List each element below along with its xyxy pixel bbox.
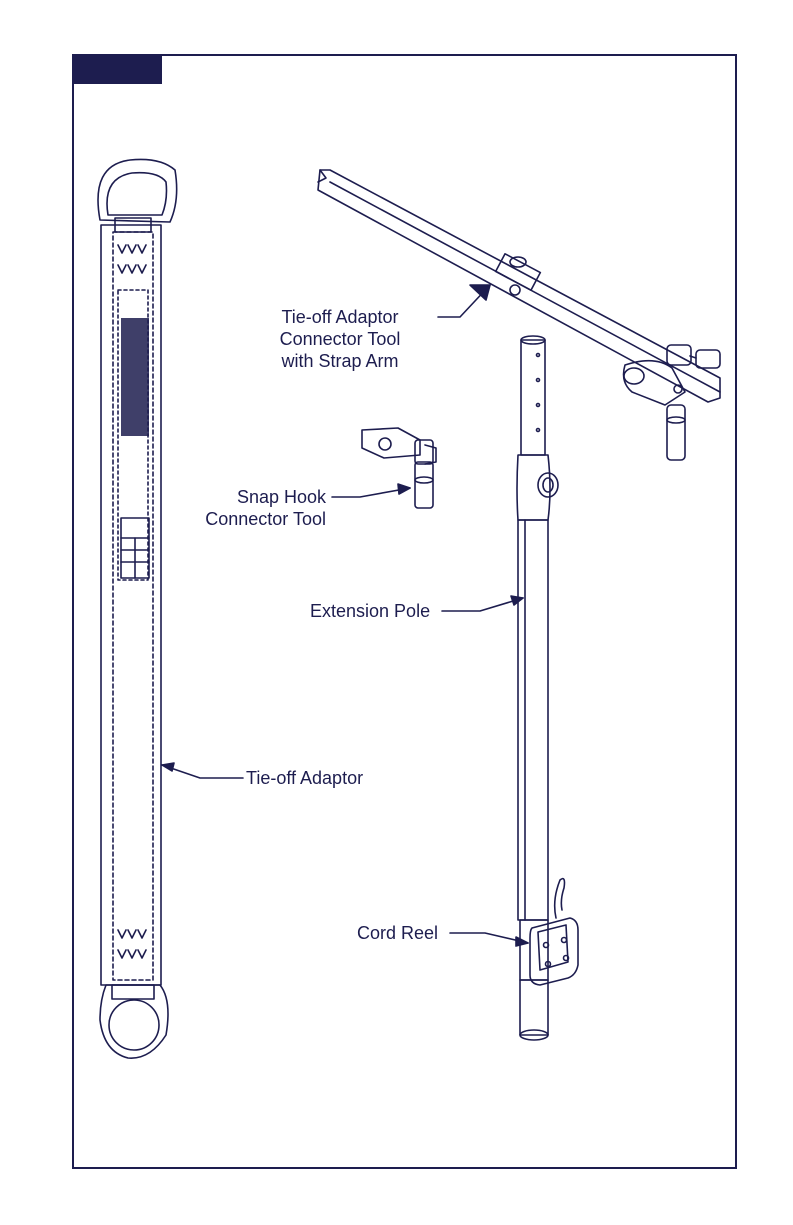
label-extension-pole: Extension Pole	[310, 600, 430, 622]
label-strap-arm-line1: Tie-off Adaptor	[270, 306, 410, 328]
label-strap-arm-connector-tool: Tie-off Adaptor Connector Tool with Stra…	[270, 306, 410, 372]
label-snap-hook-line2: Connector Tool	[190, 508, 326, 530]
label-snap-hook-connector-tool: Snap Hook Connector Tool	[190, 486, 326, 530]
tie-off-adaptor-strap	[98, 159, 177, 1058]
label-snap-hook-line1: Snap Hook	[190, 486, 326, 508]
label-cord-reel: Cord Reel	[357, 922, 438, 944]
extension-pole	[517, 336, 578, 1040]
label-tie-off-adaptor: Tie-off Adaptor	[246, 767, 363, 789]
snap-hook-connector-tool	[362, 428, 436, 508]
label-strap-arm-line3: with Strap Arm	[270, 350, 410, 372]
label-strap-arm-line2: Connector Tool	[270, 328, 410, 350]
